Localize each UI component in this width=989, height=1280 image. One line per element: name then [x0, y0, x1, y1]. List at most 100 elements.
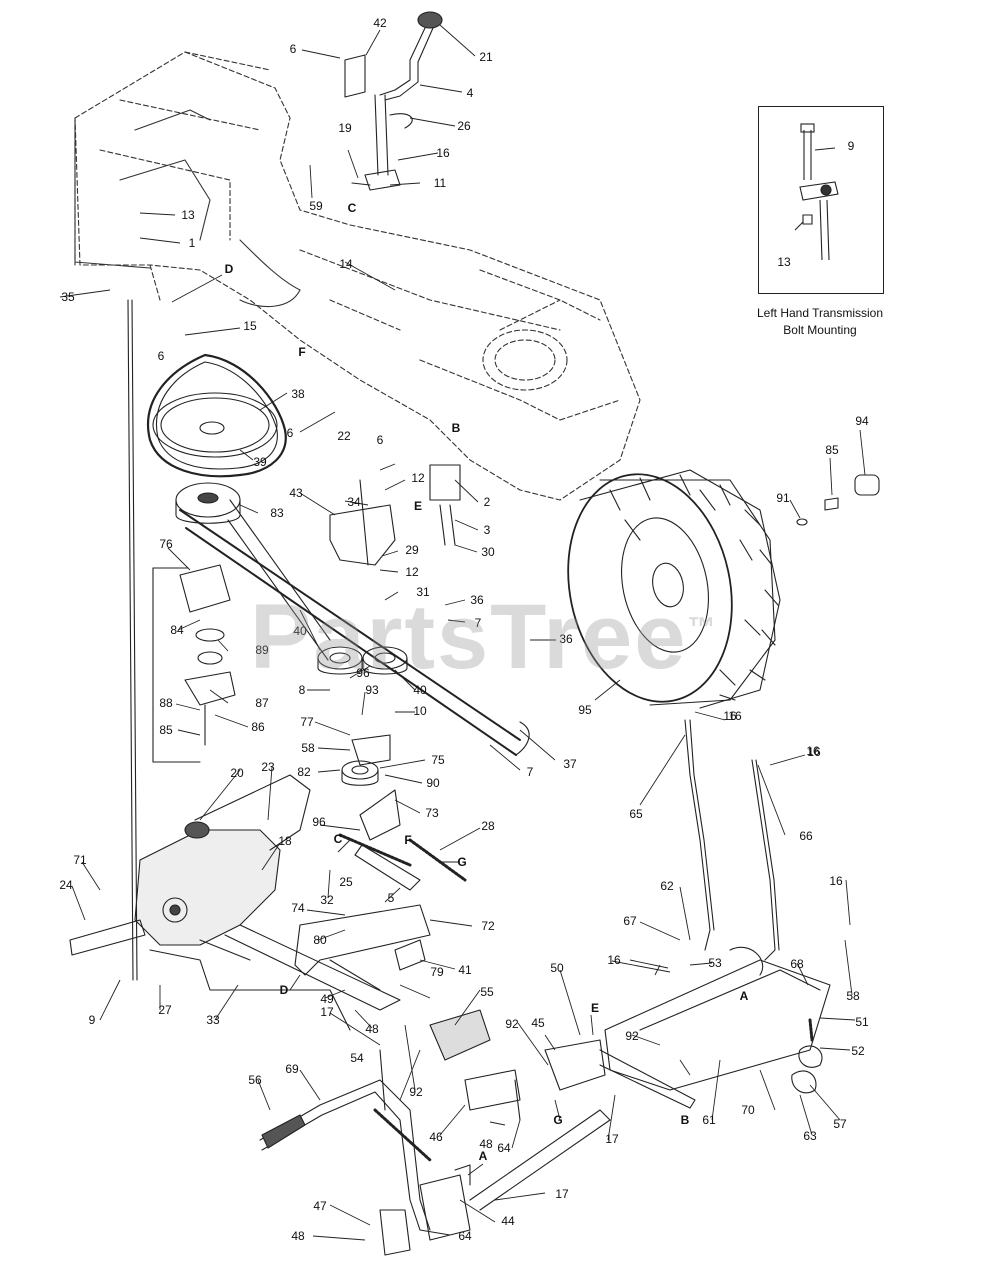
- inset-caption-line1: Left Hand Transmission: [756, 306, 884, 320]
- part-callout: 32: [320, 893, 334, 907]
- reference-letter: C: [334, 832, 343, 846]
- part-callout: 91: [776, 491, 790, 505]
- part-callout: 48: [479, 1137, 493, 1151]
- part-callout: 55: [480, 985, 494, 999]
- part-callout: 15: [243, 319, 257, 333]
- part-callout: 43: [289, 486, 303, 500]
- reference-letter: C: [348, 201, 357, 215]
- part-callout: 68: [790, 957, 804, 971]
- part-callout: 8: [299, 683, 306, 697]
- part-callout: 36: [470, 593, 484, 607]
- part-callout: 84: [170, 623, 184, 637]
- part-callout: 4: [467, 86, 474, 100]
- part-callout: 50: [550, 961, 564, 975]
- shift-lever-icon: [344, 11, 443, 191]
- part-callout: 16: [607, 953, 621, 967]
- part-callout: 70: [741, 1103, 755, 1117]
- part-callout: 58: [301, 741, 315, 755]
- reference-letter: G: [553, 1113, 562, 1127]
- part-callout: 16: [829, 874, 843, 888]
- part-callout: 39: [253, 455, 267, 469]
- part-callout: 11: [434, 176, 447, 190]
- reference-letter: G: [457, 855, 466, 869]
- part-callout: 62: [660, 879, 674, 893]
- part-callout: 51: [855, 1015, 869, 1029]
- part-callout: 69: [285, 1062, 299, 1076]
- part-callout: 85: [825, 443, 839, 457]
- part-callout: 72: [481, 919, 495, 933]
- wheel-icon: [567, 469, 781, 709]
- part-callout: 1: [189, 236, 196, 250]
- part-callout: 27: [158, 1003, 172, 1017]
- part-callout: 96: [356, 666, 370, 680]
- part-callout: 47: [313, 1199, 327, 1213]
- part-callout: 66: [799, 829, 813, 843]
- part-callout: 40: [293, 624, 307, 638]
- part-callout: 67: [623, 914, 637, 928]
- inset-callout-layer: 913: [777, 139, 854, 269]
- pulley-icon: [152, 392, 408, 786]
- watermark-text: PartsTree: [250, 586, 688, 688]
- part-callout: 36: [559, 632, 573, 646]
- reference-letter: B: [681, 1113, 690, 1127]
- part-callout: 17: [605, 1132, 619, 1146]
- part-callout: 37: [563, 757, 577, 771]
- part-callout: 44: [501, 1214, 515, 1228]
- part-callout: 87: [255, 696, 269, 710]
- part-callout: 33: [206, 1013, 220, 1027]
- part-callout: 21: [479, 50, 493, 64]
- part-callout: 16: [723, 709, 737, 723]
- part-callout: 71: [73, 853, 87, 867]
- part-callout: 7: [475, 616, 482, 630]
- reference-letter: A: [479, 1149, 488, 1163]
- inset-frame: [758, 106, 884, 294]
- reference-letter: E: [414, 499, 422, 513]
- part-callout: 48: [365, 1022, 379, 1036]
- part-callout: 96: [312, 815, 326, 829]
- part-callout: 2: [484, 495, 491, 509]
- part-callout: 52: [851, 1044, 865, 1058]
- reference-letter: F: [404, 833, 411, 847]
- part-callout: 90: [426, 776, 440, 790]
- reference-letter: E: [591, 1001, 599, 1015]
- part-callout: 45: [531, 1016, 545, 1030]
- part-callout: 30: [481, 545, 495, 559]
- part-callout: 88: [159, 696, 173, 710]
- part-callout: 17: [320, 1005, 334, 1019]
- part-callout: 5: [388, 891, 395, 905]
- part-callout: 6: [290, 42, 297, 56]
- part-callout: 58: [846, 989, 860, 1003]
- reference-letter: B: [452, 421, 461, 435]
- part-callout: 18: [278, 834, 292, 848]
- part-callout: 92: [505, 1017, 519, 1031]
- part-callout: 12: [411, 471, 425, 485]
- watermark: PartsTree™: [250, 585, 717, 690]
- part-callout: 63: [803, 1129, 817, 1143]
- part-callout: 56: [248, 1073, 262, 1087]
- part-callout: 9: [89, 1013, 96, 1027]
- part-callout: 49: [320, 992, 334, 1006]
- belt-icon: [147, 353, 530, 756]
- inset-caption-line2: Bolt Mounting: [783, 323, 857, 337]
- part-callout: 92: [625, 1029, 639, 1043]
- part-callout: 31: [416, 585, 430, 599]
- part-callout: 75: [431, 753, 445, 767]
- part-callout: 19: [338, 121, 352, 135]
- part-callout: 12: [405, 565, 419, 579]
- part-callout: 22: [337, 429, 351, 443]
- part-callout: 73: [425, 806, 439, 820]
- part-callout: 20: [230, 766, 244, 780]
- reference-letter: D: [280, 983, 289, 997]
- part-callout: 57: [833, 1117, 847, 1131]
- part-callout: 7: [527, 765, 534, 779]
- transmission-icon: [69, 774, 401, 1031]
- part-callout: 83: [270, 506, 284, 520]
- part-callout: 95: [578, 703, 592, 717]
- part-callout: 6: [158, 349, 165, 363]
- part-callout: 16: [436, 146, 450, 160]
- part-callout: 53: [708, 956, 722, 970]
- part-callout: 80: [313, 933, 327, 947]
- part-callout: 35: [61, 290, 75, 304]
